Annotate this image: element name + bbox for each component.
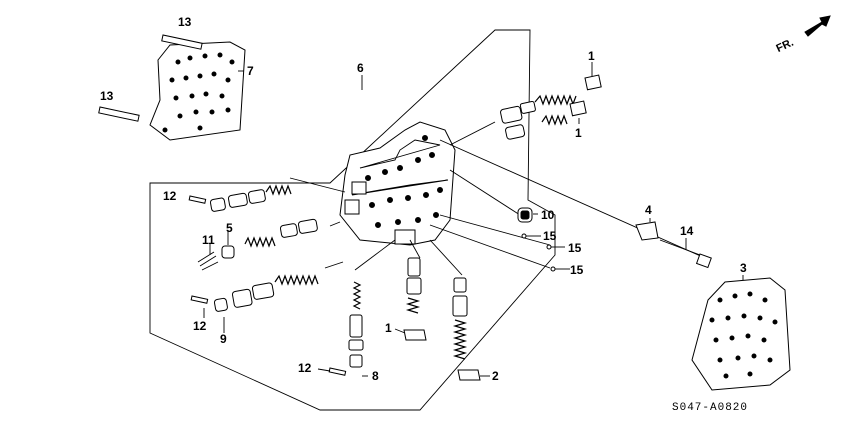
assembly-boundary xyxy=(149,29,556,411)
dowel-pin-13-lower xyxy=(98,106,140,122)
callout-3: 3 xyxy=(740,261,747,275)
valve-body-casting xyxy=(339,121,456,246)
valve-plate-2 xyxy=(457,369,481,381)
valve-upper-right-b xyxy=(505,114,568,140)
callout-12-top: 12 xyxy=(163,189,177,203)
valve-bottom-middle xyxy=(405,257,422,314)
callout-8: 8 xyxy=(372,369,379,383)
pin-12-bottom xyxy=(328,367,347,376)
callout-1-right: 1 xyxy=(575,126,582,140)
separator-plate-3 xyxy=(691,277,791,391)
pin-12-top xyxy=(188,195,207,204)
clip-11 xyxy=(197,251,219,271)
callout-4: 4 xyxy=(645,203,652,217)
callout-leaders xyxy=(203,62,744,377)
valve-upper-right-a xyxy=(500,94,577,124)
callout-7: 7 xyxy=(247,64,254,78)
valve-plate-1c xyxy=(403,329,427,341)
callout-11: 11 xyxy=(202,233,215,247)
front-arrow-icon xyxy=(804,15,831,37)
callout-12-bottom: 12 xyxy=(298,361,312,375)
valve-plate-1b xyxy=(569,100,587,117)
dowel-pin-13-upper xyxy=(161,34,203,50)
filter-10 xyxy=(517,207,533,223)
callout-1-bottom: 1 xyxy=(385,321,392,335)
front-direction-indicator: FR. xyxy=(774,15,831,55)
callout-6: 6 xyxy=(357,61,364,75)
callout-15-top: 15 xyxy=(543,229,557,243)
callout-15-bottom: 15 xyxy=(570,263,584,277)
diagram-code: S047-A0820 xyxy=(672,402,748,414)
callout-1-top: 1 xyxy=(588,49,595,63)
callout-5: 5 xyxy=(226,221,233,235)
bolt-14 xyxy=(659,239,712,269)
callout-9: 9 xyxy=(220,332,227,346)
check-balls-15 xyxy=(521,233,556,272)
pin-12-middle xyxy=(190,295,209,304)
valve-bottom-left xyxy=(348,281,364,368)
leader-lines xyxy=(289,121,706,276)
valve-left-bottom xyxy=(213,274,319,312)
valve-left-middle xyxy=(244,218,318,248)
front-label: FR. xyxy=(774,37,795,55)
callout-15-middle: 15 xyxy=(568,241,582,255)
callout-14: 14 xyxy=(680,224,694,238)
valve-left-top xyxy=(209,184,292,212)
bracket-4 xyxy=(635,221,659,241)
callout-13-upper: 13 xyxy=(178,15,192,29)
valve-plate-1a xyxy=(584,74,602,91)
separator-plate-7 xyxy=(149,41,246,141)
callout-12-middle: 12 xyxy=(193,319,207,333)
callout-10: 10 xyxy=(541,208,555,222)
callout-13-lower: 13 xyxy=(100,89,114,103)
valve-left-lower xyxy=(221,245,235,259)
callout-2: 2 xyxy=(492,369,499,383)
valve-bottom-right xyxy=(452,277,468,360)
